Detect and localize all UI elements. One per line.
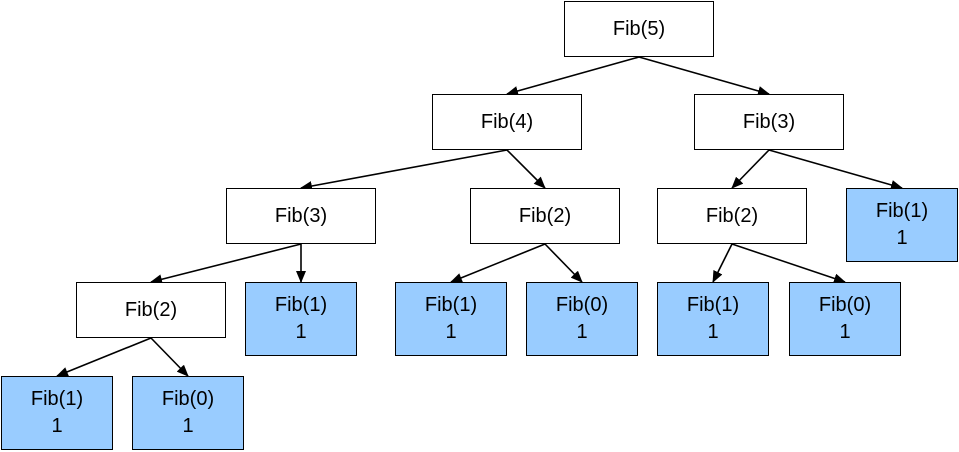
leaf-node-fib-1: Fib(1) 1	[245, 282, 357, 356]
leaf-node-fib-0: Fib(0) 1	[789, 282, 901, 356]
node-label: Fib(4)	[480, 110, 534, 133]
node-value: 1	[839, 321, 851, 343]
node-label: Fib(2)	[124, 298, 178, 321]
edge-n5-n11	[544, 243, 583, 283]
node-label: Fib(1)	[274, 294, 328, 316]
edge-n8-n14	[56, 337, 152, 377]
node-value: 1	[707, 321, 719, 343]
edge-n5-n10	[450, 243, 546, 283]
node-value: 1	[576, 321, 588, 343]
node-label: Fib(2)	[705, 204, 759, 227]
leaf-node-fib-1: Fib(1) 1	[846, 188, 958, 262]
node-label: Fib(0)	[161, 388, 215, 410]
node-value: 1	[896, 227, 908, 249]
edge-n1-n2	[506, 56, 640, 96]
node-value: 1	[51, 415, 63, 437]
node-label: Fib(3)	[274, 204, 328, 227]
node-label: Fib(3)	[742, 110, 796, 133]
node-label: Fib(2)	[518, 204, 572, 227]
node-value: 1	[182, 415, 194, 437]
node-fib-2: Fib(2)	[657, 188, 807, 244]
node-label: Fib(5)	[612, 17, 666, 40]
edge-n2-n4	[300, 149, 508, 191]
edge-n6-n12	[712, 243, 733, 283]
leaf-node-fib-1: Fib(1) 1	[657, 282, 769, 356]
node-label: Fib(1)	[875, 200, 929, 222]
node-label: Fib(0)	[555, 294, 609, 316]
node-fib-5: Fib(5)	[564, 1, 714, 57]
edge-n8-n15	[150, 337, 189, 377]
node-label: Fib(1)	[30, 388, 84, 410]
edge-n4-n8	[150, 243, 302, 285]
node-value: 1	[445, 321, 457, 343]
edge-n2-n5	[506, 149, 546, 189]
node-label: Fib(1)	[424, 294, 478, 316]
edge-n3-n6	[731, 149, 770, 189]
node-fib-2: Fib(2)	[76, 282, 226, 338]
leaf-node-fib-1: Fib(1) 1	[1, 376, 113, 450]
edge-n1-n3	[638, 56, 770, 96]
node-label: Fib(1)	[686, 294, 740, 316]
node-fib-4: Fib(4)	[432, 94, 582, 150]
edge-n3-n7	[768, 149, 903, 190]
node-fib-2: Fib(2)	[470, 188, 620, 244]
node-label: Fib(0)	[818, 294, 872, 316]
node-fib-3: Fib(3)	[226, 188, 376, 244]
leaf-node-fib-0: Fib(0) 1	[132, 376, 244, 450]
leaf-node-fib-1: Fib(1) 1	[395, 282, 507, 356]
node-fib-3: Fib(3)	[694, 94, 844, 150]
node-value: 1	[295, 321, 307, 343]
edge-n6-n13	[731, 243, 846, 284]
leaf-node-fib-0: Fib(0) 1	[526, 282, 638, 356]
